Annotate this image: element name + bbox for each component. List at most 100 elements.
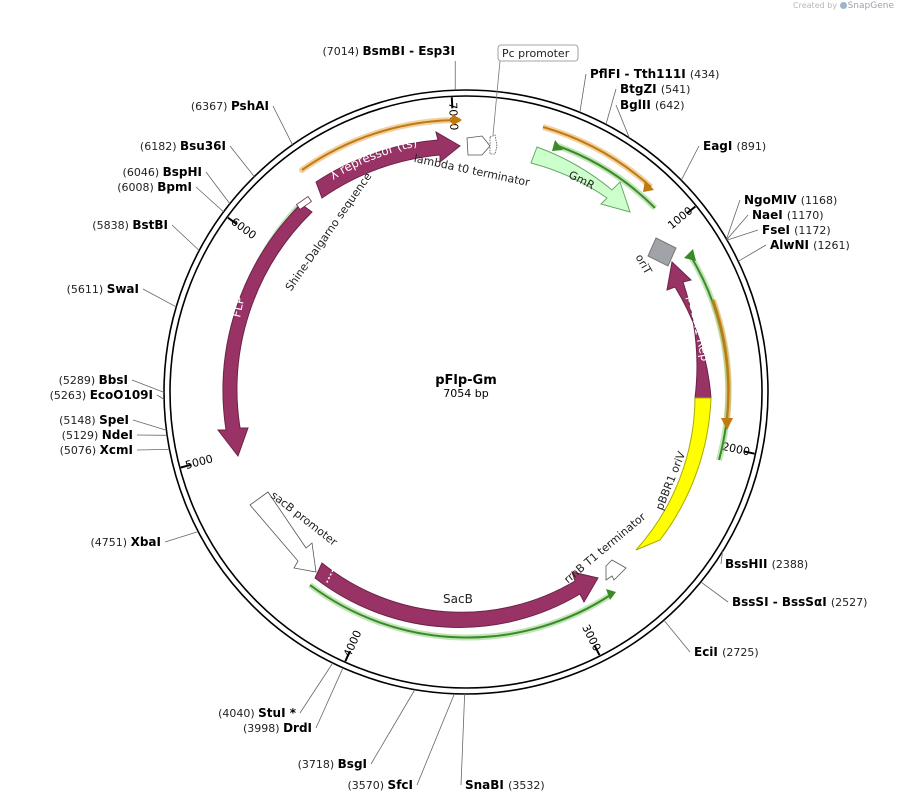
site-label[interactable]: BglII (642) [620,98,685,112]
site-label[interactable]: (3570) SfcI [347,778,413,792]
site-label[interactable]: SnaBI (3532) [465,778,545,792]
site-label[interactable]: (3718) BsgI [298,757,367,771]
site-name: EciI [694,645,722,659]
site-label[interactable]: (5263) EcoO109I [50,388,153,402]
site-label[interactable]: (4040) StuI * [218,706,297,720]
feature-sacb-promoter[interactable] [249,491,317,573]
tick-label: 5000 [184,452,214,472]
plasmid-size: 7054 bp [443,387,488,400]
feature-pc-promoter[interactable] [489,134,498,155]
site-position: (1261) [813,239,850,252]
site-name: Bsu36I [180,139,226,153]
site-position: (1172) [794,224,831,237]
site-name: NgoMIV [744,193,801,207]
site-position: (5129) [62,429,102,442]
feature-pbbr1-oriv[interactable] [635,397,712,551]
svg-text:rrnB T1 terminator: rrnB T1 terminator [561,510,648,586]
site-name: EagI [703,139,737,153]
credit: Created by SnapGene [793,1,894,11]
site-leader-line [720,551,723,565]
site-name: BtgZI [620,82,661,96]
site-leader-line [605,88,617,125]
credit-brand: SnapGene [847,1,894,11]
site-label[interactable]: PflFI - Tth111I (434) [590,67,719,81]
site-label[interactable]: (6182) Bsu36I [140,139,226,153]
site-label[interactable]: EagI (891) [703,139,766,153]
label-rrnb-t1-terminator: rrnB T1 terminator [561,510,648,586]
site-leader-lines [131,61,767,786]
site-position: (5076) [60,444,100,457]
site-position: (642) [655,99,685,112]
site-name: BsmBI - Esp3I [363,44,455,58]
site-leader-line [416,693,455,786]
site-leader-line [700,581,729,603]
site-name: AlwNI [770,238,813,252]
feature-rrnb-t1-terminator[interactable] [605,559,627,581]
site-label[interactable]: FseI (1172) [762,223,831,237]
site-label[interactable]: (5611) SwaI [67,282,139,296]
site-label[interactable]: BtgZI (541) [620,82,690,96]
site-label[interactable]: (5148) SpeI [59,413,129,427]
site-leader-line [299,662,334,714]
site-leader-line [272,105,293,145]
site-name: SpeI [99,413,129,427]
tick-mark [344,650,351,662]
site-leader-line [615,104,630,139]
svg-text:lambda t0 terminator: lambda t0 terminator [413,152,532,189]
site-leader-line [738,244,767,262]
tick-mark [593,644,601,656]
feature-lambda-repressor[interactable] [315,130,461,199]
plasmid-name: pFlp-Gm [435,373,497,388]
site-label[interactable]: (7014) BsmBI - Esp3I [322,44,455,58]
site-name: BbsI [99,373,128,387]
label-lambda-t0-terminator: lambda t0 terminator [413,152,532,189]
feature-lambda-t0-terminator[interactable] [466,135,491,156]
site-name: BpmI [157,180,192,194]
svg-text:FLP: FLP [229,295,247,318]
site-label[interactable]: AlwNI (1261) [770,238,850,252]
site-name: BssHII [725,557,772,571]
feature-sacb[interactable] [314,562,599,628]
site-position: (3570) [347,779,387,792]
site-label[interactable]: (6008) BpmI [117,180,192,194]
feature-orit[interactable] [647,237,677,267]
site-label[interactable]: (5129) NdeI [62,428,133,442]
site-label[interactable]: (5076) XcmI [60,443,133,457]
feature-flp[interactable] [216,203,313,458]
site-leader-line [370,689,416,765]
credit-prefix: Created by [793,1,838,10]
feature-shine-dalgarno[interactable] [295,195,313,211]
site-label[interactable]: (5289) BbsI [59,373,128,387]
site-label[interactable]: (6367) PshAI [191,99,269,113]
svg-text:pBBR1 Rep: pBBR1 Rep [685,294,713,362]
label-flp: FLP [229,295,247,318]
site-position: (6367) [191,100,231,113]
site-leader-line [136,448,170,451]
site-name: DrdI [283,721,312,735]
site-position: (434) [690,68,720,81]
site-position: (6008) [117,181,157,194]
site-leader-line [229,145,255,177]
site-name: EcoO109I [90,388,153,402]
site-position: (6182) [140,140,180,153]
site-name: StuI * [258,706,297,720]
site-label[interactable]: NaeI (1170) [752,208,824,222]
site-label[interactable]: (3998) DrdI [243,721,312,735]
site-label[interactable]: EciI (2725) [694,645,759,659]
site-name: BglII [620,98,655,112]
site-leader-line [131,379,165,393]
feature-gmr[interactable] [530,146,631,213]
site-position: (891) [737,140,767,153]
site-label[interactable]: BssSI - BssSαI (2527) [732,595,867,609]
label-pbbr1-rep: pBBR1 Rep [685,294,713,362]
site-position: (5289) [59,374,99,387]
site-label[interactable]: (5838) BstBI [92,218,168,232]
feature-pbbr1-rep[interactable] [666,260,712,399]
site-position: (2388) [772,558,809,571]
site-label[interactable]: (6046) BspHI [123,165,202,179]
site-label[interactable]: BssHII (2388) [725,557,808,571]
tick-label: 2000 [721,440,751,459]
site-label[interactable]: (4751) XbaI [91,535,161,549]
site-label[interactable]: NgoMIV (1168) [744,193,837,207]
site-leader-line [726,199,741,240]
